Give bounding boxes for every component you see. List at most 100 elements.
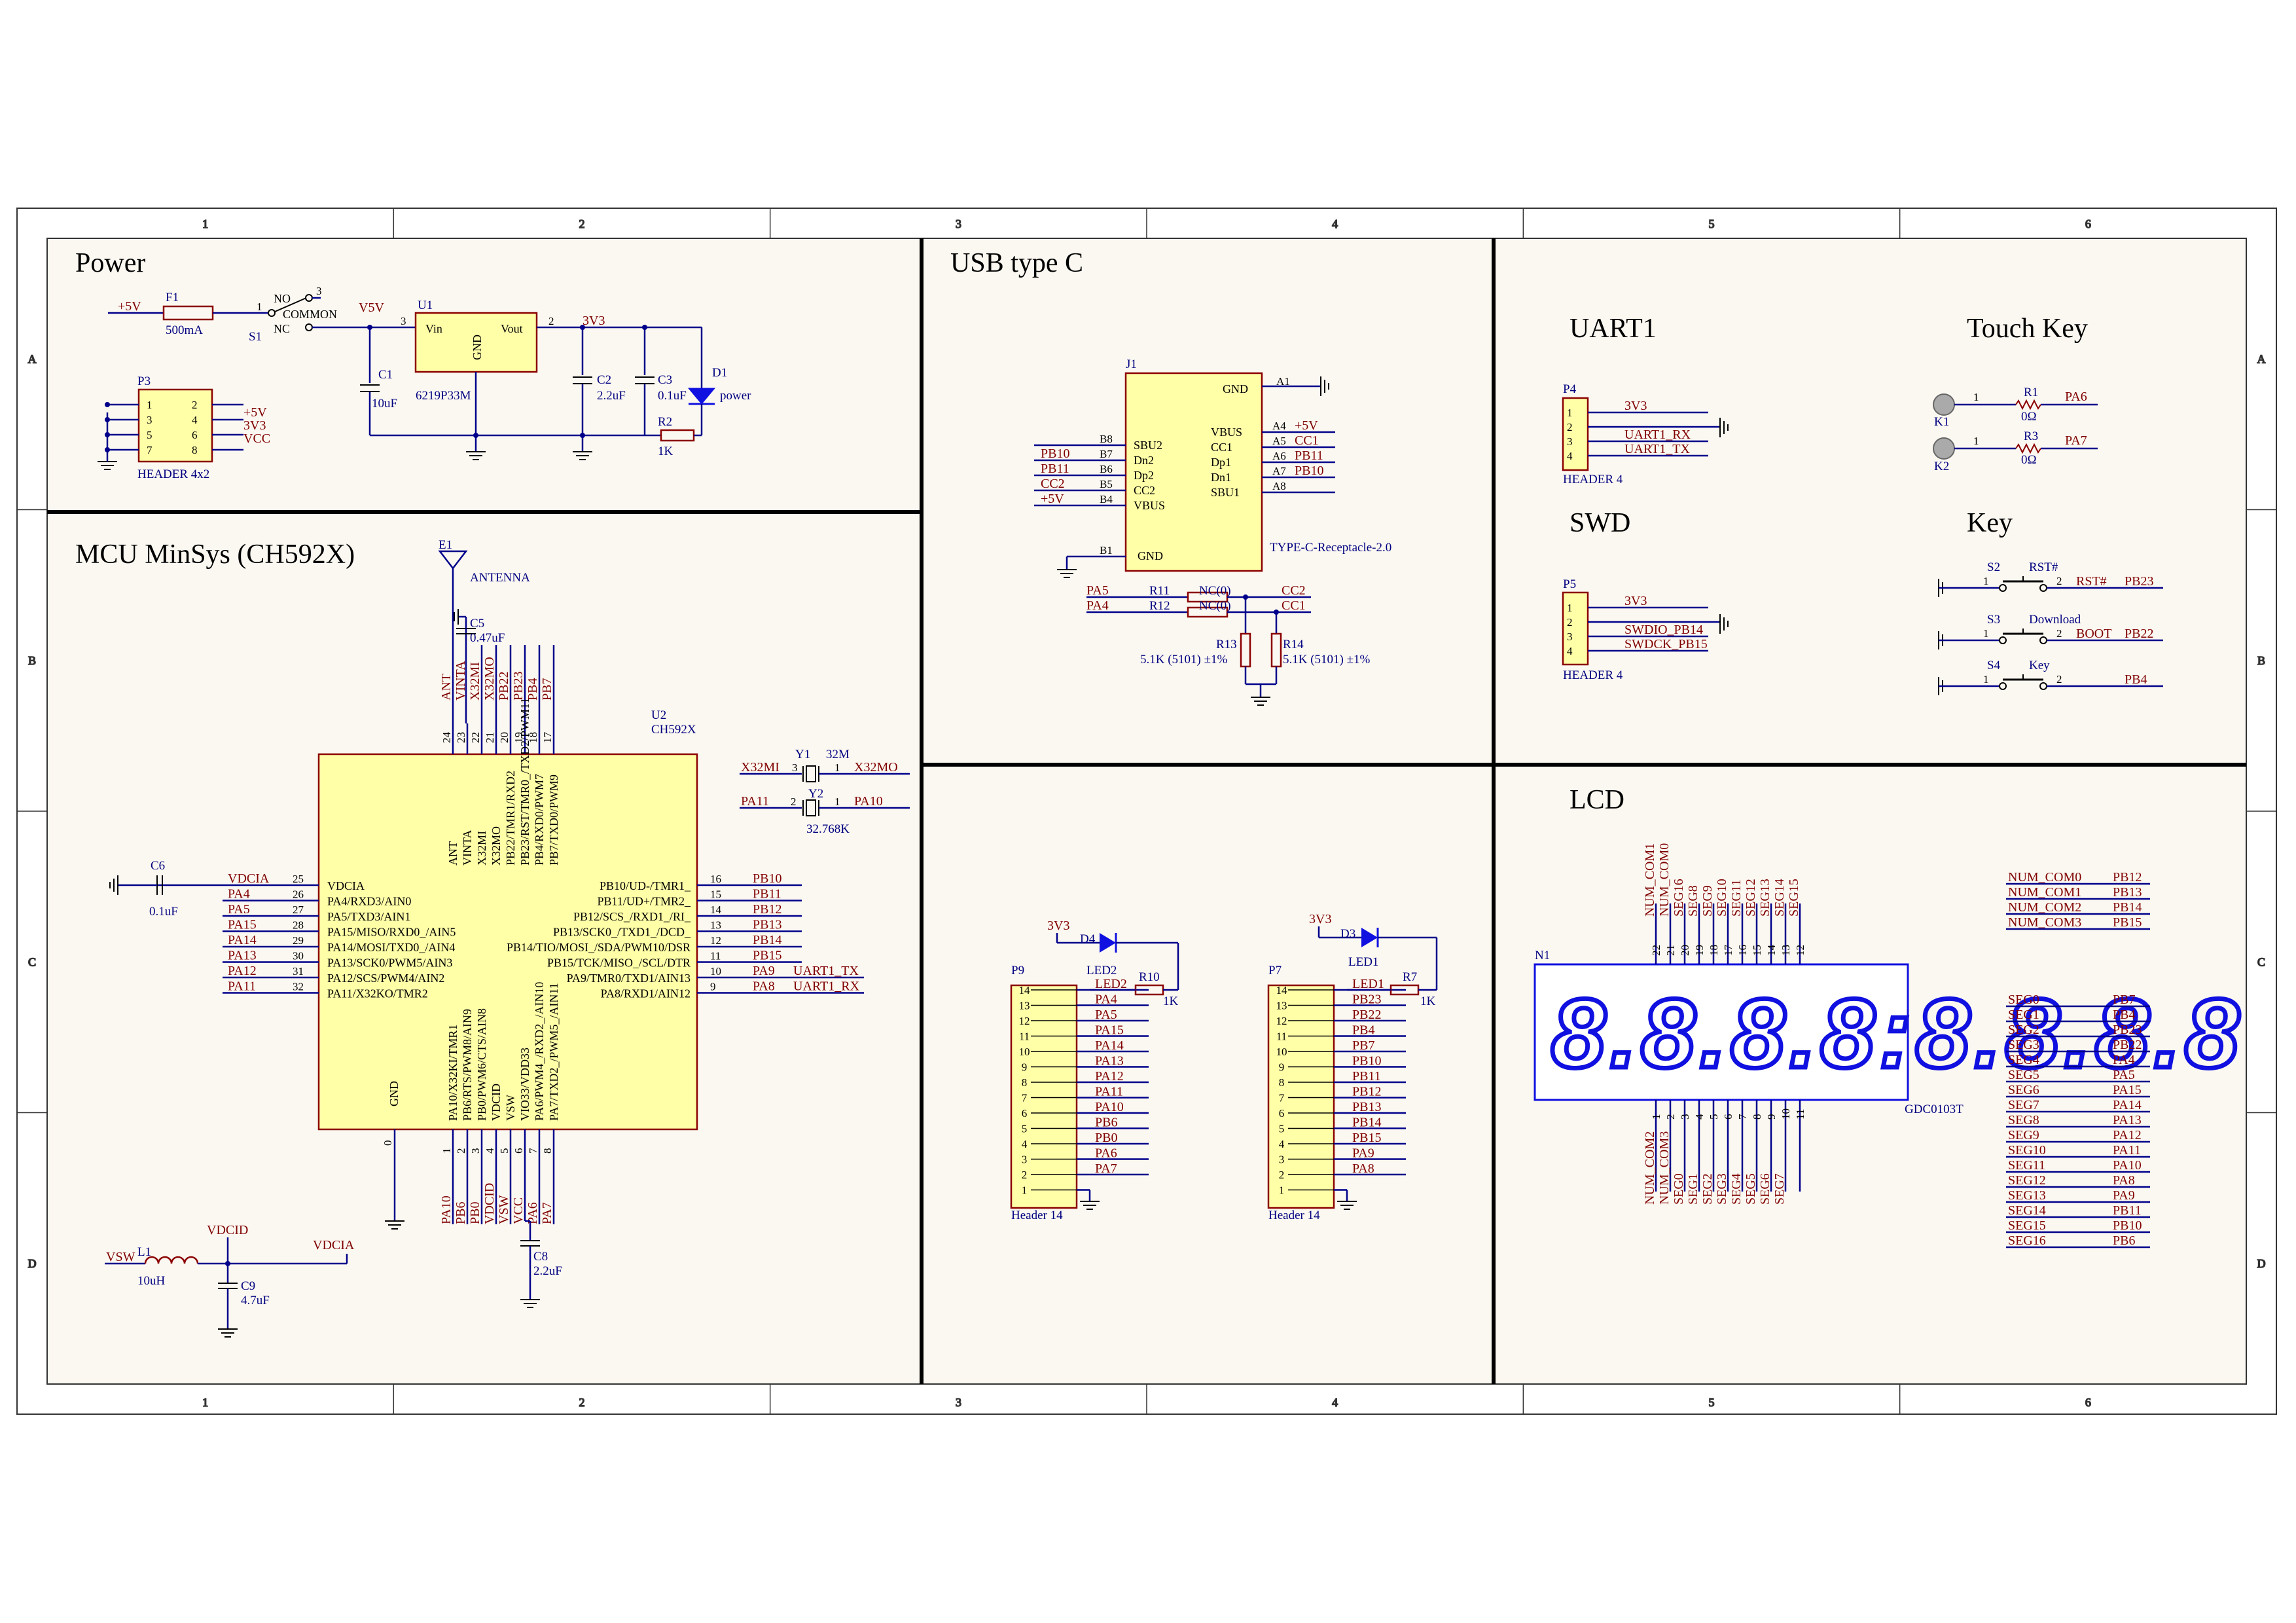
lcd-seg-port: PA9 xyxy=(2113,1188,2135,1203)
r1-ref: R1 xyxy=(2024,386,2038,399)
lcd-seg-port: PB22 xyxy=(2113,1038,2142,1052)
u2-left-pin-num: 28 xyxy=(293,919,304,932)
gnd-symbol xyxy=(1080,1201,1100,1210)
u2-left-pin-num: 30 xyxy=(293,950,304,962)
header14-pin-num: 9 xyxy=(1022,1061,1028,1074)
s1-no: NO xyxy=(274,292,291,305)
u2-bottom-net: PB6 xyxy=(454,1202,468,1224)
gnd-symbol xyxy=(520,1299,540,1308)
p7-header xyxy=(1267,984,1335,1209)
gnd-symbol xyxy=(1719,614,1729,634)
j1-pin-num: B7 xyxy=(1100,448,1113,460)
lcd-top-net: SEG16 xyxy=(1672,879,1686,917)
header14-net: PA14 xyxy=(1095,1038,1124,1053)
u2-bottom-pin-name: PB0/PWM6/CTS/AIN8 xyxy=(475,1008,488,1121)
lcd-top-pin-num: 15 xyxy=(1751,945,1763,956)
k1-pin: 1 xyxy=(1973,391,1979,403)
u2-top-pin-name: PB22/TMR1/RXD2 xyxy=(504,771,517,866)
antenna-icon xyxy=(438,550,468,570)
header14-net: PA11 xyxy=(1095,1085,1123,1099)
header-pin-num: 4 xyxy=(1567,450,1573,462)
grid-col-label-top: 1 xyxy=(202,217,208,230)
u2-left-net: PA12 xyxy=(228,964,257,978)
header14-pin-num: 4 xyxy=(1022,1138,1028,1150)
d4-led xyxy=(1100,933,1116,953)
u2-top-pin-num: 19 xyxy=(512,732,525,743)
lcd-seg-port: PA12 xyxy=(2113,1128,2142,1142)
lcd-bottom-pin-num: 5 xyxy=(1708,1114,1720,1120)
header14-net: PA6 xyxy=(1095,1146,1117,1161)
header14-pin-num: 7 xyxy=(1022,1092,1028,1104)
d1-value: power xyxy=(720,389,751,403)
r7-ref: R7 xyxy=(1403,970,1417,984)
header14-pin-num: 13 xyxy=(1019,1000,1030,1012)
u2-right-net: PB13 xyxy=(753,918,781,932)
net-cc1-r: CC1 xyxy=(1282,598,1306,613)
header14-pin-num: 8 xyxy=(1279,1076,1285,1089)
u2-bottom-pin-name: PA10/X32KI/TMR1 xyxy=(446,1025,459,1121)
lcd-bottom-net: SEG2 xyxy=(1700,1173,1715,1205)
net-pa7-touch: PA7 xyxy=(2065,433,2087,448)
r11-value: NC(0) xyxy=(1199,584,1231,598)
u2-right-net: PB11 xyxy=(753,887,781,902)
y2-pin1: 1 xyxy=(834,795,840,808)
u2-top-pin-num: 18 xyxy=(527,732,539,743)
lcd-com-port: PB14 xyxy=(2113,900,2142,915)
j1-pin-name: VBUS xyxy=(1134,499,1165,512)
header14-pin-num: 4 xyxy=(1279,1138,1285,1150)
header14-net: PB0 xyxy=(1095,1131,1117,1145)
c1-value: 10uF xyxy=(372,397,397,410)
d3-ref: D3 xyxy=(1340,927,1355,941)
u2-top-pin-num: 23 xyxy=(455,732,467,743)
p3-pin-left: 5 xyxy=(147,429,152,441)
net-3v3-d4: 3V3 xyxy=(1047,919,1069,933)
lcd-bottom-net: NUM_COM3 xyxy=(1657,1131,1672,1205)
lcd-top-net: NUM_COM1 xyxy=(1643,843,1657,917)
header14-pin-num: 6 xyxy=(1279,1107,1285,1120)
p3-pin-right: 2 xyxy=(192,399,198,411)
u1-gnd: GND xyxy=(471,335,484,360)
header-net-label: UART1_TX xyxy=(1624,442,1690,456)
u2-right-pin-name: PB10/UD-/TMR1_ xyxy=(600,879,691,892)
header14-net: PA13 xyxy=(1095,1054,1124,1068)
j1-pin-num: B6 xyxy=(1100,463,1113,475)
k2-pin: 1 xyxy=(1973,435,1979,447)
r14-ref: R14 xyxy=(1283,638,1304,651)
net-vdcia: VDCIA xyxy=(313,1238,355,1252)
j1-pin-num: A6 xyxy=(1272,450,1286,462)
lcd-seg-port: PB10 xyxy=(2113,1218,2142,1233)
u2-bottom-pin-num: 8 xyxy=(541,1148,554,1154)
p7-ref: P7 xyxy=(1268,964,1282,977)
p4-value: HEADER 4 xyxy=(1563,473,1623,486)
u2-top-pin-num: 24 xyxy=(440,732,453,744)
u2-top-pin-num: 21 xyxy=(484,732,496,743)
lcd-seg-port: PB11 xyxy=(2113,1203,2142,1218)
u2-left-pin-num: 26 xyxy=(293,888,304,901)
u2-top-net: PB4 xyxy=(526,678,540,701)
lcd-bottom-pin-num: 2 xyxy=(1664,1114,1677,1120)
j1-pin-num: A5 xyxy=(1272,435,1286,447)
net-x32mo: X32MO xyxy=(854,760,898,775)
lcd-top-net: SEG11 xyxy=(1729,879,1744,917)
j1-pin-name: Dp2 xyxy=(1134,469,1154,482)
j1-net-label: +5V xyxy=(1295,418,1318,433)
u2-top-pin-name: PB23/RST/TMR0_/TXD2/PWM11 xyxy=(518,698,531,866)
p3-ref: P3 xyxy=(137,374,151,388)
u2-left-net: VDCIA xyxy=(228,871,270,886)
u2-left-net: PA4 xyxy=(228,887,250,902)
u2-left-pin-name: PA12/SCS/PWM4/AIN2 xyxy=(327,972,444,985)
header14-pin-num: 9 xyxy=(1279,1061,1285,1074)
grid-col-label-top: 4 xyxy=(1332,217,1338,230)
r3-value: 0Ω xyxy=(2021,453,2037,467)
d1-ref: D1 xyxy=(712,366,727,380)
u2-left-pin-num: 25 xyxy=(293,873,304,885)
lcd-seg-port: PA5 xyxy=(2113,1068,2135,1082)
key-ref: S2 xyxy=(1987,560,2000,574)
uart1-title: UART1 xyxy=(1570,314,1657,344)
key-port: PB23 xyxy=(2125,574,2153,589)
u2-left-net: PA14 xyxy=(228,933,257,947)
p9-value: Header 14 xyxy=(1011,1209,1063,1222)
